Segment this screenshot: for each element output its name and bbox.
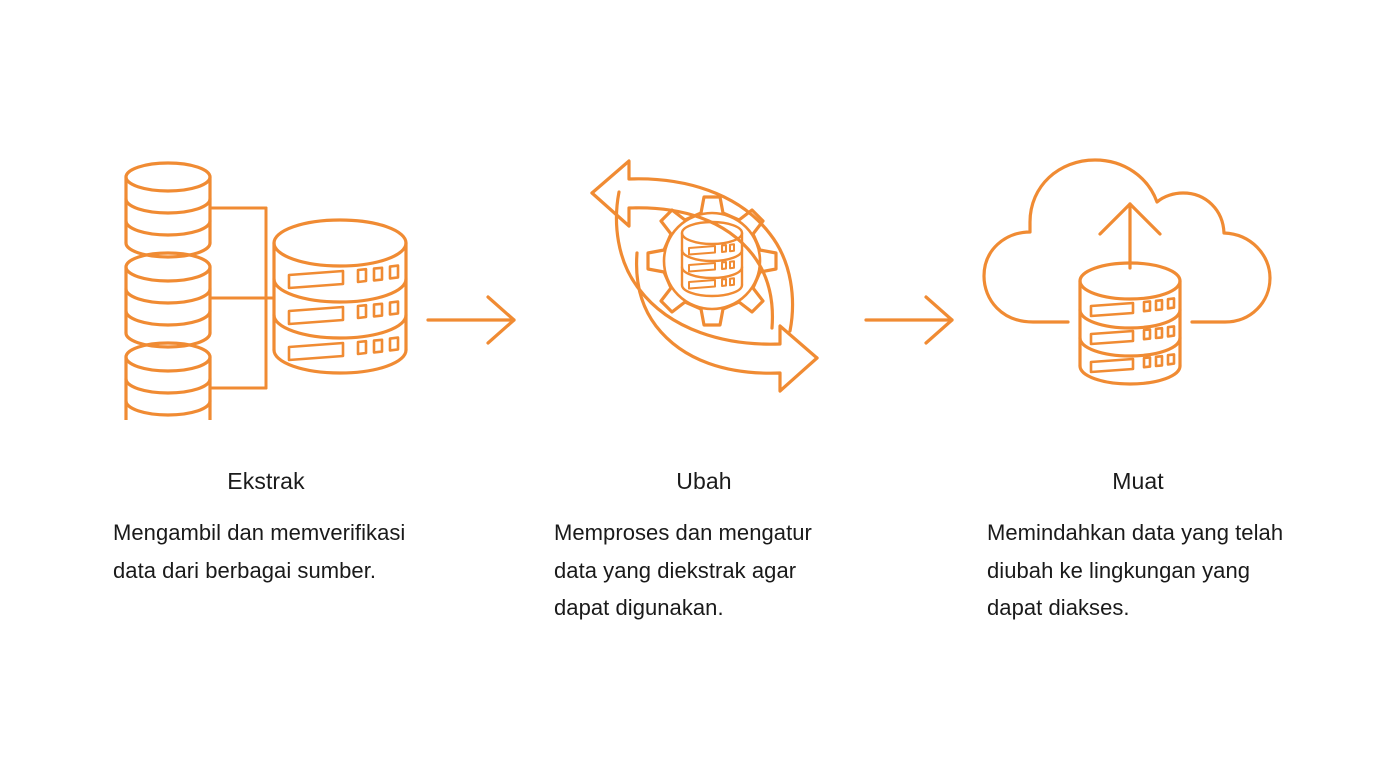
stage-description-extract: Mengambil dan memverifikasi data dari be…: [113, 520, 406, 583]
cycle-arrow-bottom: [614, 190, 819, 393]
connector-transform-load: [858, 288, 968, 352]
source-database-2: [124, 251, 212, 349]
stage-description-transform: Memproses dan mengatur data yang diekstr…: [554, 520, 812, 620]
load-database-slots: [1089, 297, 1176, 374]
target-server-database: [272, 218, 408, 375]
load-icon-wrap: [968, 150, 1308, 420]
stage-extract: Ekstrak Mengambil dan memverifikasi data…: [96, 150, 436, 690]
arrow-right-icon: [426, 295, 516, 345]
extract-icon-wrap: [96, 150, 436, 420]
gear-database-cycle-icon: [590, 159, 819, 393]
stage-title-transform: Ubah: [676, 468, 732, 494]
server-tier-3-slots: [287, 336, 400, 362]
gear-center-database: [680, 220, 744, 298]
connector-extract-transform: [420, 288, 530, 352]
upload-arrow-icon: [1098, 202, 1162, 270]
stage-load: Muat Memindahkan data yang telah diubah …: [968, 150, 1308, 690]
arrow-right-icon: [864, 295, 954, 345]
load-target-database: [1078, 261, 1182, 386]
cloud-upload-database-icon: [982, 158, 1272, 386]
transform-icon-wrap: [534, 150, 874, 420]
server-tier-2-slots: [287, 300, 400, 326]
stage-title-load: Muat: [1112, 468, 1164, 494]
gear-inner-circle: [662, 211, 762, 311]
multiple-databases-to-server-icon: [124, 161, 408, 420]
stage-description-load: Memindahkan data yang telah diubah ke li…: [987, 520, 1284, 620]
stage-transform: Ubah Memproses dan mengatur data yang di…: [534, 150, 874, 690]
source-database-1: [124, 161, 212, 259]
extract-connector-lines: [208, 206, 275, 390]
server-tier-1-slots: [287, 264, 400, 290]
stage-title-extract: Ekstrak: [227, 468, 305, 494]
source-database-3: [124, 341, 212, 420]
cloud-outline: [982, 158, 1272, 324]
